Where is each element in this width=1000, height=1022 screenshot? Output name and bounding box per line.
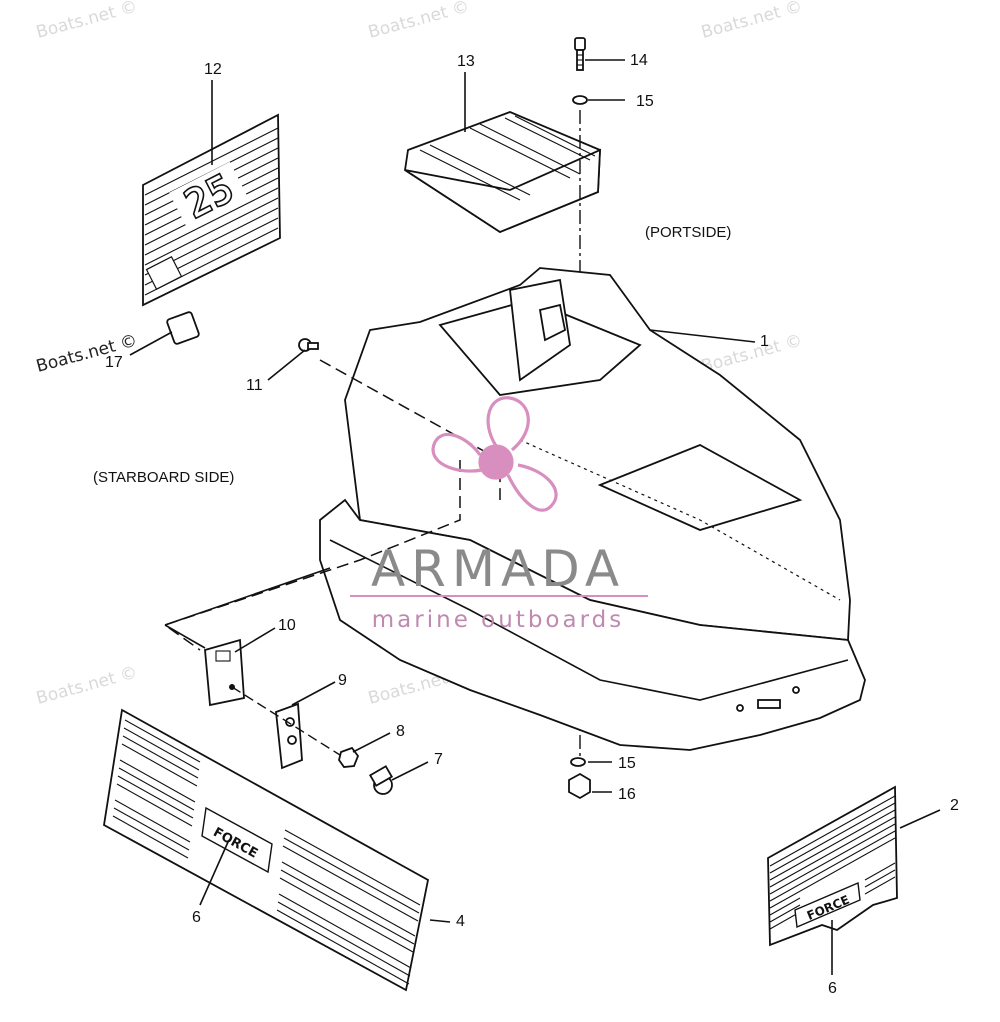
- callout-10: 10: [278, 617, 296, 634]
- part-7-bolt: [368, 765, 394, 795]
- watermark-site-6: Boats.net ©: [34, 663, 139, 709]
- callout-6-side: 6: [192, 909, 201, 926]
- callout-7: 7: [434, 751, 443, 768]
- callout-6-rear: 6: [828, 980, 837, 997]
- callout-11: 11: [246, 377, 263, 394]
- part-15-washer-bottom: [570, 757, 586, 767]
- connector-9-10: [231, 686, 341, 756]
- connector-bracket: [163, 460, 461, 651]
- part-1-engine-cowl: [319, 267, 866, 751]
- callout-1: 1: [760, 333, 769, 350]
- part-2-rear-decal: FORCE: [767, 785, 898, 947]
- part-8-nut: [338, 746, 360, 768]
- callout-14: 14: [630, 52, 648, 69]
- watermark-site-1: Boats.net ©: [34, 0, 139, 43]
- armada-brand-name: ARMADA: [371, 540, 625, 598]
- part-15-washer-top: [572, 95, 588, 105]
- watermark-site-3: Boats.net ©: [699, 0, 804, 43]
- callout-12: 12: [204, 61, 222, 78]
- armada-brand-watermark: ARMADA marine outboards: [350, 396, 648, 633]
- callout-15-top: 15: [636, 93, 654, 110]
- leader-lines: [129, 59, 941, 975]
- watermark-site-2: Boats.net ©: [366, 0, 471, 43]
- callout-15-bottom: 15: [618, 755, 636, 772]
- armada-propeller-logo: [431, 396, 558, 512]
- callout-4: 4: [456, 913, 465, 930]
- callout-17: 17: [105, 354, 123, 371]
- part-13-top-plate: [404, 111, 601, 234]
- watermark-site-dark: Boats.net ©: [34, 331, 139, 377]
- callout-16: 16: [618, 786, 636, 803]
- callout-8: 8: [396, 723, 405, 740]
- portside-label: (PORTSIDE): [645, 224, 731, 241]
- part-11-screw: [298, 338, 319, 352]
- armada-brand-tagline: marine outboards: [372, 607, 624, 633]
- connector-bracket-solid: [164, 567, 331, 626]
- starboard-side-label: (STARBOARD SIDE): [93, 469, 234, 486]
- callout-13: 13: [457, 53, 475, 70]
- part-12-model-decal: 25: [142, 113, 281, 307]
- callout-2: 2: [950, 797, 959, 814]
- part-16-nut: [568, 772, 591, 800]
- callout-numbers: 14 15 13 12 1 11 17 10 9 8 7 15 16 4 6 2…: [105, 52, 959, 997]
- part-4-side-decal: FORCE: [103, 708, 430, 992]
- part-14-bolt: [574, 37, 586, 71]
- part-17-plate: [166, 311, 200, 345]
- part-9-plate: [275, 702, 303, 770]
- callout-9: 9: [338, 672, 347, 689]
